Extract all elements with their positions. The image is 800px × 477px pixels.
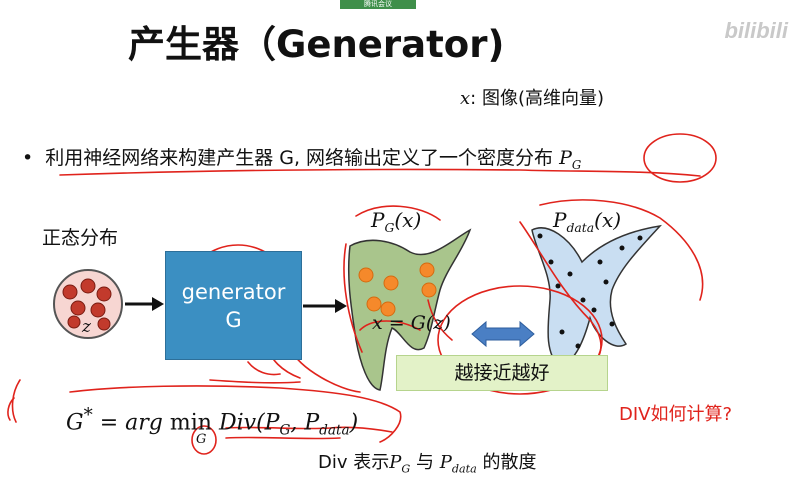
- bullet-point: • 利用神经网络来构建产生器 G, 网络输出定义了一个密度分布 PG: [22, 143, 581, 172]
- pg-arg: (x): [394, 208, 422, 232]
- normal-samples: [62, 278, 112, 331]
- div-description: Div 表示PG 与 Pdata 的散度: [318, 448, 537, 476]
- meeting-tag: 腾讯会议: [340, 0, 416, 9]
- arrow-to-output: [303, 299, 347, 313]
- pdata-sample-dots: [537, 233, 643, 349]
- pg-sample-dots: [358, 262, 437, 317]
- desc-suffix: 的散度: [476, 452, 537, 473]
- bullet-dot-icon: •: [22, 147, 34, 169]
- x-symbol: x: [460, 88, 471, 109]
- closer-is-better-box: 越接近越好: [396, 355, 608, 391]
- x-definition-note: x: 图像(高维向量): [460, 84, 604, 110]
- desc-prefix: Div 表示: [318, 452, 390, 473]
- formula-min: min: [169, 410, 212, 436]
- slide-title: 产生器（Generator): [128, 23, 505, 66]
- formula-comma: ,: [290, 410, 305, 436]
- double-arrow-icon: [471, 320, 535, 348]
- desc-p2-sub: data: [451, 462, 477, 476]
- formula-min-sub: G: [196, 432, 207, 447]
- z-label: z: [81, 317, 92, 337]
- bullet-text: 利用神经网络来构建产生器 G, 网络输出定义了一个密度分布: [45, 147, 560, 169]
- x-equals-gz: x = G(z): [372, 312, 451, 334]
- desc-p1-sub: G: [401, 462, 411, 476]
- generator-box: generator G: [165, 251, 302, 360]
- arrow-to-generator: [125, 297, 164, 311]
- formula-div: Div(: [211, 410, 265, 436]
- generator-label: generator: [181, 279, 286, 304]
- x-description: : 图像(高维向量): [470, 88, 604, 109]
- generator-symbol: G: [225, 307, 242, 332]
- formula-p2-sub: data: [319, 422, 350, 439]
- pg-label: PG(x): [371, 208, 421, 235]
- formula-close: ): [349, 410, 359, 436]
- objective-formula: G* = arg min Div(PG, Pdata): [66, 405, 358, 439]
- div-question-annotation: DIV如何计算?: [619, 404, 733, 425]
- pdata-label: Pdata(x): [553, 208, 621, 235]
- bilibili-watermark: bilibili: [724, 18, 788, 43]
- bullet-math-p: P: [559, 147, 572, 169]
- formula-lhs-sup: *: [83, 405, 93, 426]
- pdata-main: P: [553, 208, 567, 232]
- formula-p1-sub: G: [279, 422, 291, 439]
- desc-p1: P: [389, 452, 402, 473]
- pg-sub: G: [384, 220, 395, 235]
- desc-mid: 与: [410, 452, 440, 473]
- formula-p1: P: [264, 410, 280, 436]
- bullet-math-sub: G: [571, 157, 582, 172]
- pg-main: P: [371, 208, 385, 232]
- formula-p2: P: [304, 410, 320, 436]
- normal-distribution-label: 正态分布: [42, 227, 119, 249]
- pdata-distribution-shape: [531, 224, 662, 369]
- desc-p2: P: [439, 452, 452, 473]
- formula-lhs: G: [66, 410, 84, 436]
- pg-distribution-shape: [347, 228, 472, 391]
- pdata-arg: (x): [594, 208, 622, 232]
- formula-eq: = arg: [92, 410, 170, 436]
- pdata-sub: data: [566, 220, 595, 235]
